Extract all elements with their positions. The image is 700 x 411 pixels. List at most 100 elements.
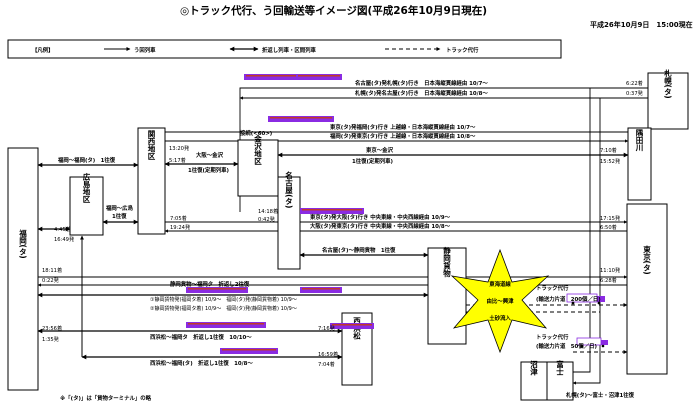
time-label: 23:56着 [42, 324, 62, 332]
time-label: 7:16発 [318, 324, 336, 332]
time-label: 0:42発 [258, 215, 276, 223]
station-label-numazu: 沼津 [529, 359, 538, 377]
train-icon [296, 74, 342, 80]
time-label: 11:10発 [600, 266, 621, 274]
label-sapporo-fuji: 札幌(タ)～富士・沼津1往復 [565, 391, 635, 399]
time-label: 7:05着 [170, 214, 187, 222]
station-sapporo: 札幌(タ) [647, 68, 689, 130]
route-sapporo-fuji [573, 88, 591, 373]
legend-truck-label: トラック代行 [446, 46, 479, 54]
time-label: 16:59着 [318, 350, 338, 358]
disaster-star [450, 248, 550, 354]
legend-shuttle-label: 折返し列車・区間列車 [262, 46, 317, 54]
time-label: 4:45着 [54, 225, 71, 233]
disaster-line-3: 土砂流入 [489, 314, 511, 322]
label-hiroshima-kansai-freq: 1往復 [112, 212, 127, 220]
train-icons [186, 74, 374, 354]
time-label: 5:17着 [169, 156, 186, 164]
truck-icon [566, 293, 605, 305]
label-truck-1-capacity: (輸送力片道 200個／日) [536, 295, 601, 303]
label-truck-2: トラック代行 [536, 333, 569, 341]
disaster-line-1: 東海道線 [489, 280, 511, 288]
time-label: 17:15発 [600, 214, 621, 222]
legend-frame [7, 39, 562, 59]
time-label: 1:35発 [42, 335, 60, 343]
time-label: 7:04着 [318, 360, 335, 368]
train-icon [268, 116, 334, 122]
timestamp: 平成26年10月9日 15:00現在 [590, 20, 693, 29]
truck-icon [576, 337, 608, 348]
legend: 【凡例】 う回列車 折返し列車・区間列車 トラック代行 [7, 39, 562, 59]
station-label: 静岡貨物 [442, 246, 451, 278]
disaster-line-2: 由比～興津 [487, 297, 515, 305]
time-label: 6:22着 [626, 79, 643, 87]
train-icon [186, 287, 248, 293]
station-tokyo: 東京(タ) [626, 203, 668, 375]
station-label: 金沢地区 [253, 134, 262, 167]
station-kansai: 関西地区 [137, 127, 166, 235]
page-title: ◎トラック代行、う回輸送等イメージ図(平成26年10月9日現在) [180, 4, 487, 17]
time-label: 15:52発 [600, 157, 621, 165]
label-tokyo-fukuoka-a: 東京(タ)発福岡(タ)行き 上越線・日本海縦貫線経由 10/7～ [330, 123, 476, 131]
time-label: 0:22発 [42, 276, 60, 284]
train-icon [220, 348, 278, 354]
label-nagoya-sapporo-a: 名古屋(タ)発札幌(タ)行き 日本海縦貫線経由 10/7～ [355, 79, 488, 87]
legend-heading: 【凡例】 [32, 46, 54, 54]
train-icon [300, 208, 364, 214]
station-fukuoka: 福岡(タ) [7, 147, 39, 391]
station-label-fuji: 富士 [555, 359, 564, 376]
time-label: 14:18着 [258, 207, 278, 215]
time-label: 18:11着 [42, 266, 62, 274]
station-shizuoka: 静岡貨物 [427, 246, 467, 345]
label-nishihama-fukuoka-b: 西浜松～福岡(タ) 折返し1往復 10/8～ [150, 359, 253, 367]
time-label: 19:24発 [170, 223, 191, 231]
route-labels: 名古屋(タ)発札幌(タ)行き 日本海縦貫線経由 10/7～ 札幌(タ)発名古屋(… [57, 79, 635, 399]
time-label: 0:37発 [626, 89, 644, 97]
disaster-marker: 東海道線 由比～興津 土砂流入 [450, 248, 550, 354]
station-label: 名古屋(タ) [284, 170, 293, 208]
label-osaka-kanazawa: 大阪～金沢 [196, 151, 224, 159]
station-label: 関西地区 [147, 129, 156, 162]
label-shizuoka-fukuoka-2: ②静岡貨物発(福岡タ着) 10/9～ 福岡(タ)発(静岡貨物着) 10/9～ [150, 305, 297, 312]
label-osaka-tokyo-a: 東京(タ)発大阪(タ)行き 中央東線・中央西線経由 10/9～ [310, 213, 451, 221]
station-label: 札幌(タ) [663, 68, 672, 99]
time-labels: 13:20発 5:17着 4:45着 16:49発 6:22着 0:37発 7:… [42, 79, 644, 368]
label-nishihama-fukuoka-a: 西浜松～福岡タ 折返し1往復 10/10～ [150, 333, 252, 341]
label-shizuoka-fukuoka-1: ①静岡貨物発(福岡タ着) 10/9～ 福岡(タ)発(静岡貨物着) 10/9～ [150, 296, 297, 303]
station-label: 広島地区 [82, 172, 91, 205]
label-osaka-kanazawa-freq: 1往復(定期列車) [188, 166, 229, 174]
station-label: 隅田川 [635, 128, 644, 151]
station-kanazawa: 金沢地区 [237, 134, 279, 197]
train-icon [300, 287, 342, 293]
label-fukuoka-kansai: 福岡～福岡(タ) 1往復 [57, 156, 116, 164]
train-icon [186, 322, 266, 328]
route-nagoya-sapporo-a [239, 87, 648, 212]
label-tokyo-kanazawa: 東京～金沢 [366, 146, 394, 154]
truck-icons [566, 293, 608, 348]
label-truck-1: トラック代行 [536, 284, 569, 292]
label-truck-2-capacity: (輸送力片道 50個／日) [536, 342, 597, 350]
label-kanazawa-connect: 接続(<60>) [240, 129, 272, 137]
route-lines [37, 87, 648, 385]
label-osaka-tokyo-b: 大阪(タ)発東京(タ)行き 中央東線・中央西線経由 10/8～ [310, 222, 451, 230]
label-hiroshima-kansai: 福岡～広島 [105, 204, 134, 212]
label-nagoya-sapporo-b: 札幌(タ)発名古屋(タ)行き 日本海縦貫線経由 10/8～ [354, 89, 488, 97]
station-label: 福岡(タ) [18, 228, 27, 259]
time-label: 16:49発 [54, 235, 75, 243]
label-tokyo-kanazawa-freq: 1往復(定期列車) [352, 157, 393, 165]
train-icon [330, 323, 374, 329]
station-nagoya: 名古屋(タ) [277, 170, 301, 270]
station-numazu-fuji: 沼津 富士 [520, 359, 574, 401]
station-hiroshima: 広島地区 [69, 172, 104, 236]
label-nagoya-shizuoka: 名古屋(タ)～静岡貨物 1往復 [322, 246, 396, 254]
time-label: 6:28着 [600, 276, 617, 284]
station-sumidagawa: 隅田川 [627, 127, 652, 201]
label-tokyo-fukuoka-b: 福岡(タ)発東京(タ)行き 上越線・日本海縦貫線経由 10/8～ [329, 132, 476, 140]
footnote: ※「(タ)」は「貨物ターミナル」の略 [60, 394, 152, 402]
station-label: 東京(タ) [642, 244, 651, 275]
time-label: 13:20発 [169, 144, 190, 152]
legend-detour-label: う回列車 [134, 46, 156, 54]
time-label: 7:10着 [600, 146, 617, 154]
label-shizuoka-fukuoka: 静岡貨物～福岡タ 折返し2往復 [170, 280, 250, 288]
